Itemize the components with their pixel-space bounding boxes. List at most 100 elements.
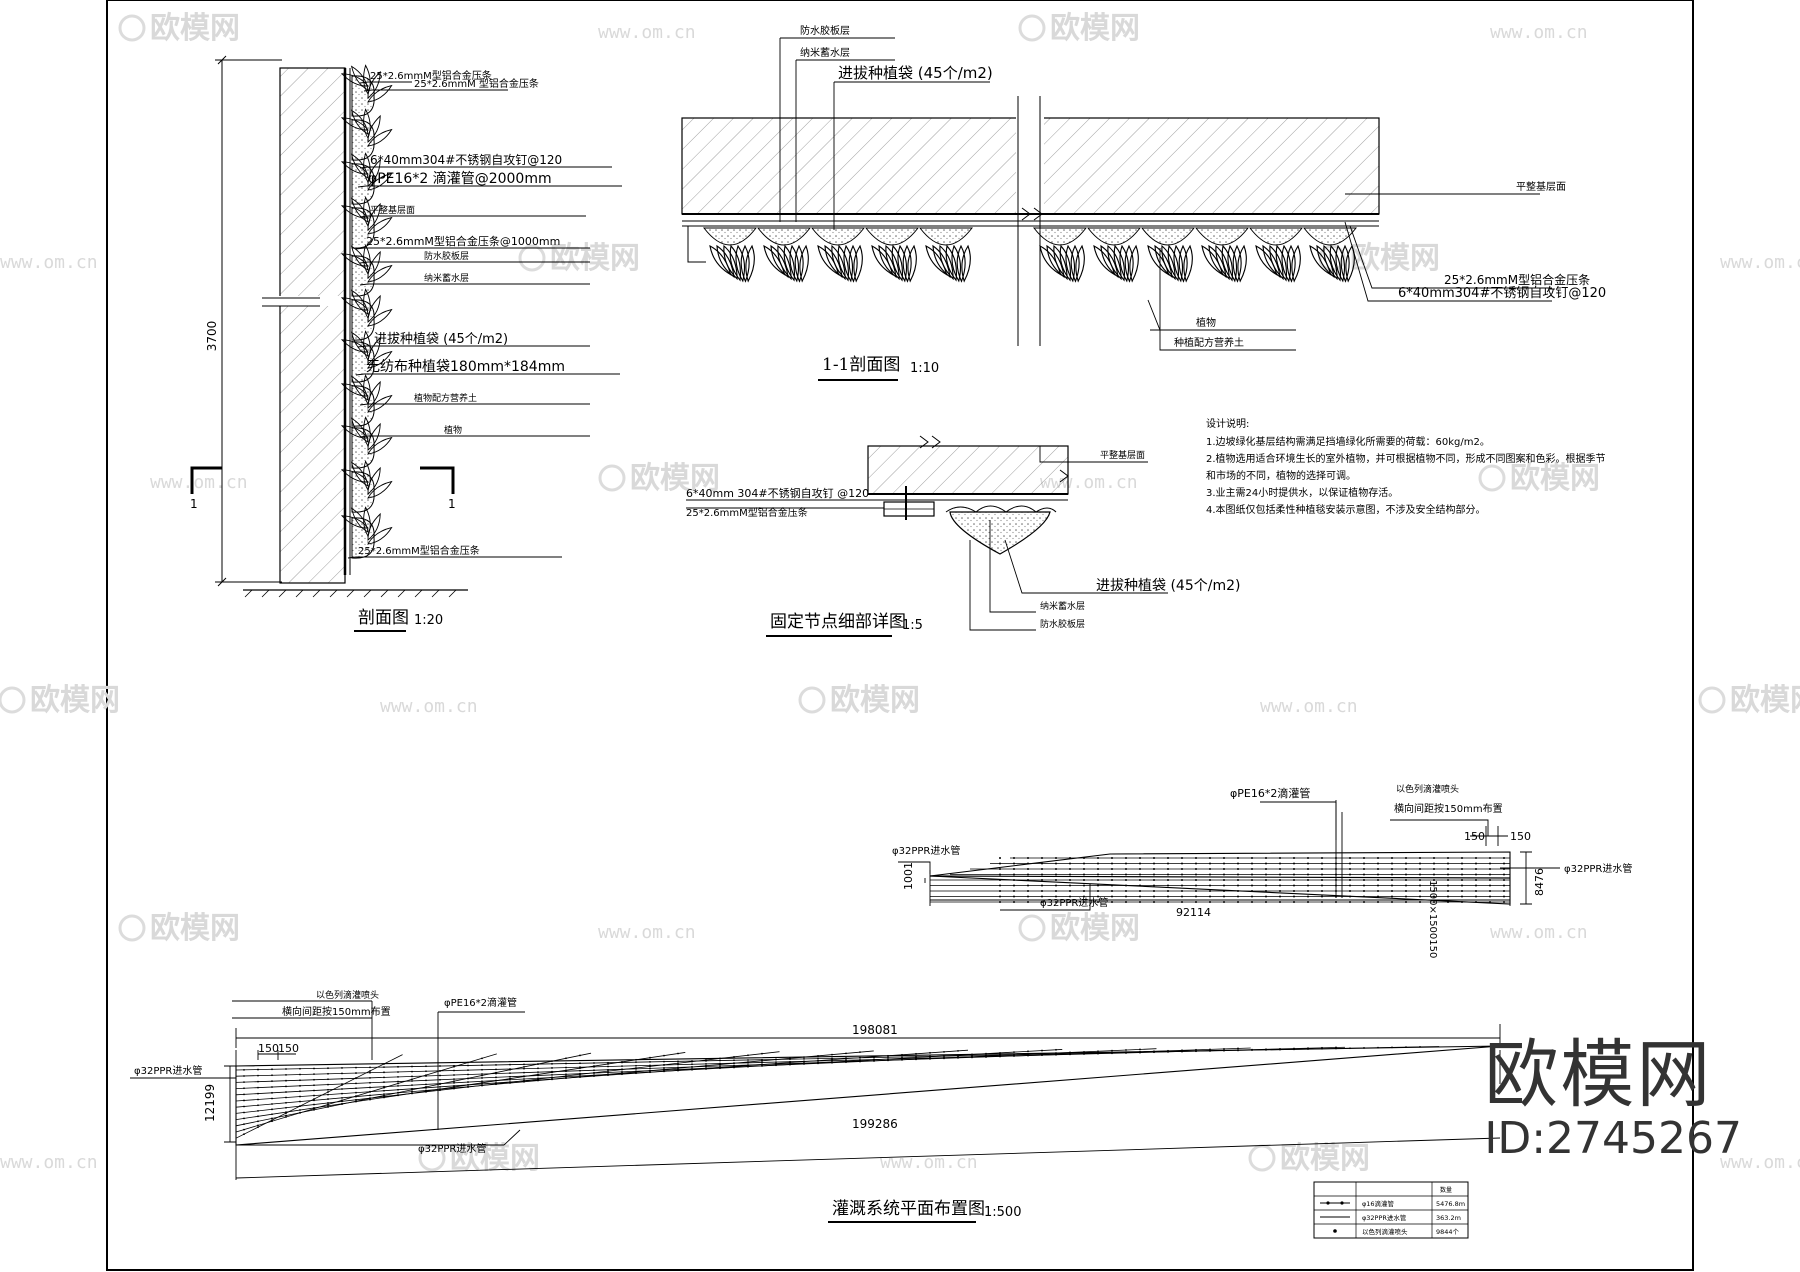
large-plan-dims bbox=[130, 1000, 1501, 1180]
sp-right-h-dim: 8476 bbox=[1533, 868, 1546, 896]
notes-line: 3.业主需24小时提供水，以保证植物存活。 bbox=[1206, 486, 1398, 499]
watermark-logo: 欧模网 bbox=[830, 683, 920, 718]
sp-inlet-right-label: φ32PPR进水管 bbox=[1564, 862, 1632, 875]
watermark-url: www.om.cn bbox=[0, 252, 98, 273]
section-label: 6*40mm304#不锈钢自攻钉@120 bbox=[370, 153, 562, 167]
section-label: 进拔种植袋 (45个/m2) bbox=[374, 332, 508, 347]
watermark-url: www.om.cn bbox=[1720, 1152, 1800, 1173]
section-1-1-label: 种植配方营养土 bbox=[1174, 336, 1244, 349]
watermark-logo: 欧模网 bbox=[1050, 11, 1140, 46]
watermark-logo-icon bbox=[1018, 14, 1046, 42]
fixing-label: 防水胶板层 bbox=[1040, 618, 1085, 630]
watermark-url: www.om.cn bbox=[380, 696, 478, 717]
section-label: 25*2.6mmM 型铝合金压条 bbox=[414, 77, 539, 90]
watermark-logo-icon bbox=[118, 14, 146, 42]
watermark-logo: 欧模网 bbox=[150, 11, 240, 46]
watermark-logo: 欧模网 bbox=[30, 683, 120, 718]
legend-row-2-name: φ32PPR进水管 bbox=[1362, 1213, 1407, 1222]
notes-lines: 1.边坡绿化基层结构需满足挡墙绿化所需要的荷载：60kg/m2。 2.植物选用适合… bbox=[1206, 435, 1606, 516]
watermark-url: www.om.cn bbox=[598, 922, 696, 943]
section-1-1-scale: 1:10 bbox=[910, 361, 939, 376]
section-leaders bbox=[347, 81, 622, 559]
watermark-logo-icon bbox=[418, 1144, 446, 1172]
lp-spacing-dim-1: 150 bbox=[258, 1042, 279, 1055]
fixing-label: 纳米蓄水层 bbox=[1040, 600, 1085, 612]
large-plan-scale: 1:500 bbox=[984, 1205, 1021, 1220]
design-notes: 设计说明: 1.边坡绿化基层结构需满足挡墙绿化所需要的荷载：60kg/m2。2.… bbox=[1206, 417, 1606, 516]
section-1-1-label: 25*2.6mmM型铝合金压条 bbox=[1444, 272, 1590, 287]
legend-row-3-name: 以色列滴灌喷头 bbox=[1362, 1227, 1408, 1236]
notes-line: 1.边坡绿化基层结构需满足挡墙绿化所需要的荷载：60kg/m2。 bbox=[1206, 435, 1490, 448]
notes-line: 2.植物选用适合环境生长的室外植物，并可根据植物不同，形成不同图案和色彩。根据季… bbox=[1206, 452, 1606, 465]
sheet-frame bbox=[106, 0, 1694, 1271]
brand-id: ID:2745267 bbox=[1484, 1113, 1742, 1164]
lp-spacing-dim-2: 150 bbox=[278, 1042, 299, 1055]
watermark-logo-icon bbox=[0, 686, 26, 714]
watermark-logo: 欧模网 bbox=[150, 911, 240, 946]
cut-mark-right: 1 bbox=[420, 466, 456, 511]
section-label: 25*2.6mmM型铝合金压条 bbox=[358, 544, 480, 557]
section-plants bbox=[339, 64, 394, 559]
large-plan-labels: 以色列滴灌喷头横向间距按150mm布置φPE16*2滴灌管φ32PPR进水管φ3… bbox=[134, 989, 898, 1155]
section-1-1-label: 防水胶板层 bbox=[800, 24, 850, 37]
watermark-logo-icon bbox=[598, 464, 626, 492]
legend-row-3-qty: 9844个 bbox=[1436, 1228, 1460, 1236]
watermark-logo: 欧模网 bbox=[1730, 683, 1800, 718]
legend-row-1-qty: 5476.8m bbox=[1436, 1200, 1465, 1208]
section-1-1-label: 平整基层面 bbox=[1516, 180, 1566, 193]
watermark-url: www.om.cn bbox=[598, 22, 696, 43]
lp-emitter-label: 以色列滴灌喷头 bbox=[316, 989, 379, 1001]
section-label: 植物 bbox=[444, 424, 462, 436]
fixing-slab bbox=[867, 445, 1069, 495]
watermark-url: www.om.cn bbox=[1490, 22, 1588, 43]
sp-left-h-dim: 1001 bbox=[902, 862, 915, 890]
notes-line: 和市场的不同，植物的选择可调。 bbox=[1206, 469, 1356, 482]
small-plan-dims bbox=[898, 800, 1560, 911]
sp-inlet-bottom-label: φ32PPR进水管 bbox=[1040, 896, 1108, 909]
watermark-url: www.om.cn bbox=[1260, 696, 1358, 717]
lp-spacing-label: 横向间距按150mm布置 bbox=[282, 1005, 391, 1018]
watermark-logo-icon bbox=[1018, 914, 1046, 942]
section-1-1-label: 6*40mm304#不锈钢自攻钉@120 bbox=[1398, 286, 1606, 301]
section-label: 无纺布种植袋180mm*184mm bbox=[366, 359, 565, 375]
watermark-url: www.om.cn bbox=[150, 472, 248, 493]
watermark-logo: 欧模网 bbox=[1050, 911, 1140, 946]
fixing-label: 25*2.6mmM型铝合金压条 bbox=[686, 506, 808, 519]
fixing-leaders bbox=[686, 446, 1168, 631]
section-label: 25*2.6mmM型铝合金压条 bbox=[370, 69, 492, 82]
sp-vertical-dim: 1500×1500150 bbox=[1427, 880, 1438, 958]
section-1-1-planting bbox=[702, 227, 1358, 283]
watermark-logo-icon bbox=[518, 244, 546, 272]
watermark-logo: 欧模网 bbox=[1510, 461, 1600, 496]
watermark-url: www.om.cn bbox=[0, 1152, 98, 1173]
svg-text:1: 1 bbox=[190, 497, 198, 511]
section-1-1-label: 植物 bbox=[1196, 316, 1216, 329]
fixing-label: 进拔种植袋 (45个/m2) bbox=[1096, 578, 1240, 594]
section-1-1-label: 纳米蓄水层 bbox=[800, 46, 850, 59]
watermark-logo-icon bbox=[1248, 1144, 1276, 1172]
section-1-1-label: 进拔种植袋 (45个/m2) bbox=[838, 64, 993, 82]
sp-length-dim: 92114 bbox=[1176, 906, 1211, 919]
section-scale: 1:20 bbox=[414, 613, 443, 628]
sp-spacing-dim-1: 150 bbox=[1464, 830, 1485, 843]
sp-spacing-label: 横向间距按150mm布置 bbox=[1394, 802, 1503, 815]
sp-pe-pipe-label: φPE16*2滴灌管 bbox=[1230, 786, 1310, 800]
lp-left-h-dim: 12199 bbox=[203, 1084, 217, 1122]
lp-inlet-left-label: φ32PPR进水管 bbox=[134, 1064, 202, 1077]
legend-table: 数量 φ16滴灌管 5476.8m φ32PPR进水管 363.2m 以色列滴灌… bbox=[1313, 1181, 1469, 1239]
notes-line: 4.本图纸仅包括柔性种植毯安装示意图，不涉及安全结构部分。 bbox=[1206, 503, 1486, 516]
legend-row-1-name: φ16滴灌管 bbox=[1362, 1199, 1395, 1208]
sp-inlet-left-label: φ32PPR进水管 bbox=[892, 844, 960, 857]
section-1-1-title: 1-1剖面图 bbox=[822, 355, 900, 375]
watermark-logo-icon bbox=[118, 914, 146, 942]
lp-inlet-bottom-label: φ32PPR进水管 bbox=[418, 1142, 486, 1155]
section-label: φPE16*2 滴灌管@2000mm bbox=[368, 170, 552, 187]
sp-spacing-dim-2: 150 bbox=[1510, 830, 1531, 843]
large-irrigation-plan: 以色列滴灌喷头横向间距按150mm布置φPE16*2滴灌管φ32PPR进水管φ3… bbox=[130, 989, 1501, 1223]
svg-text:1: 1 bbox=[448, 497, 456, 511]
watermark-url: www.om.cn bbox=[1720, 252, 1800, 273]
